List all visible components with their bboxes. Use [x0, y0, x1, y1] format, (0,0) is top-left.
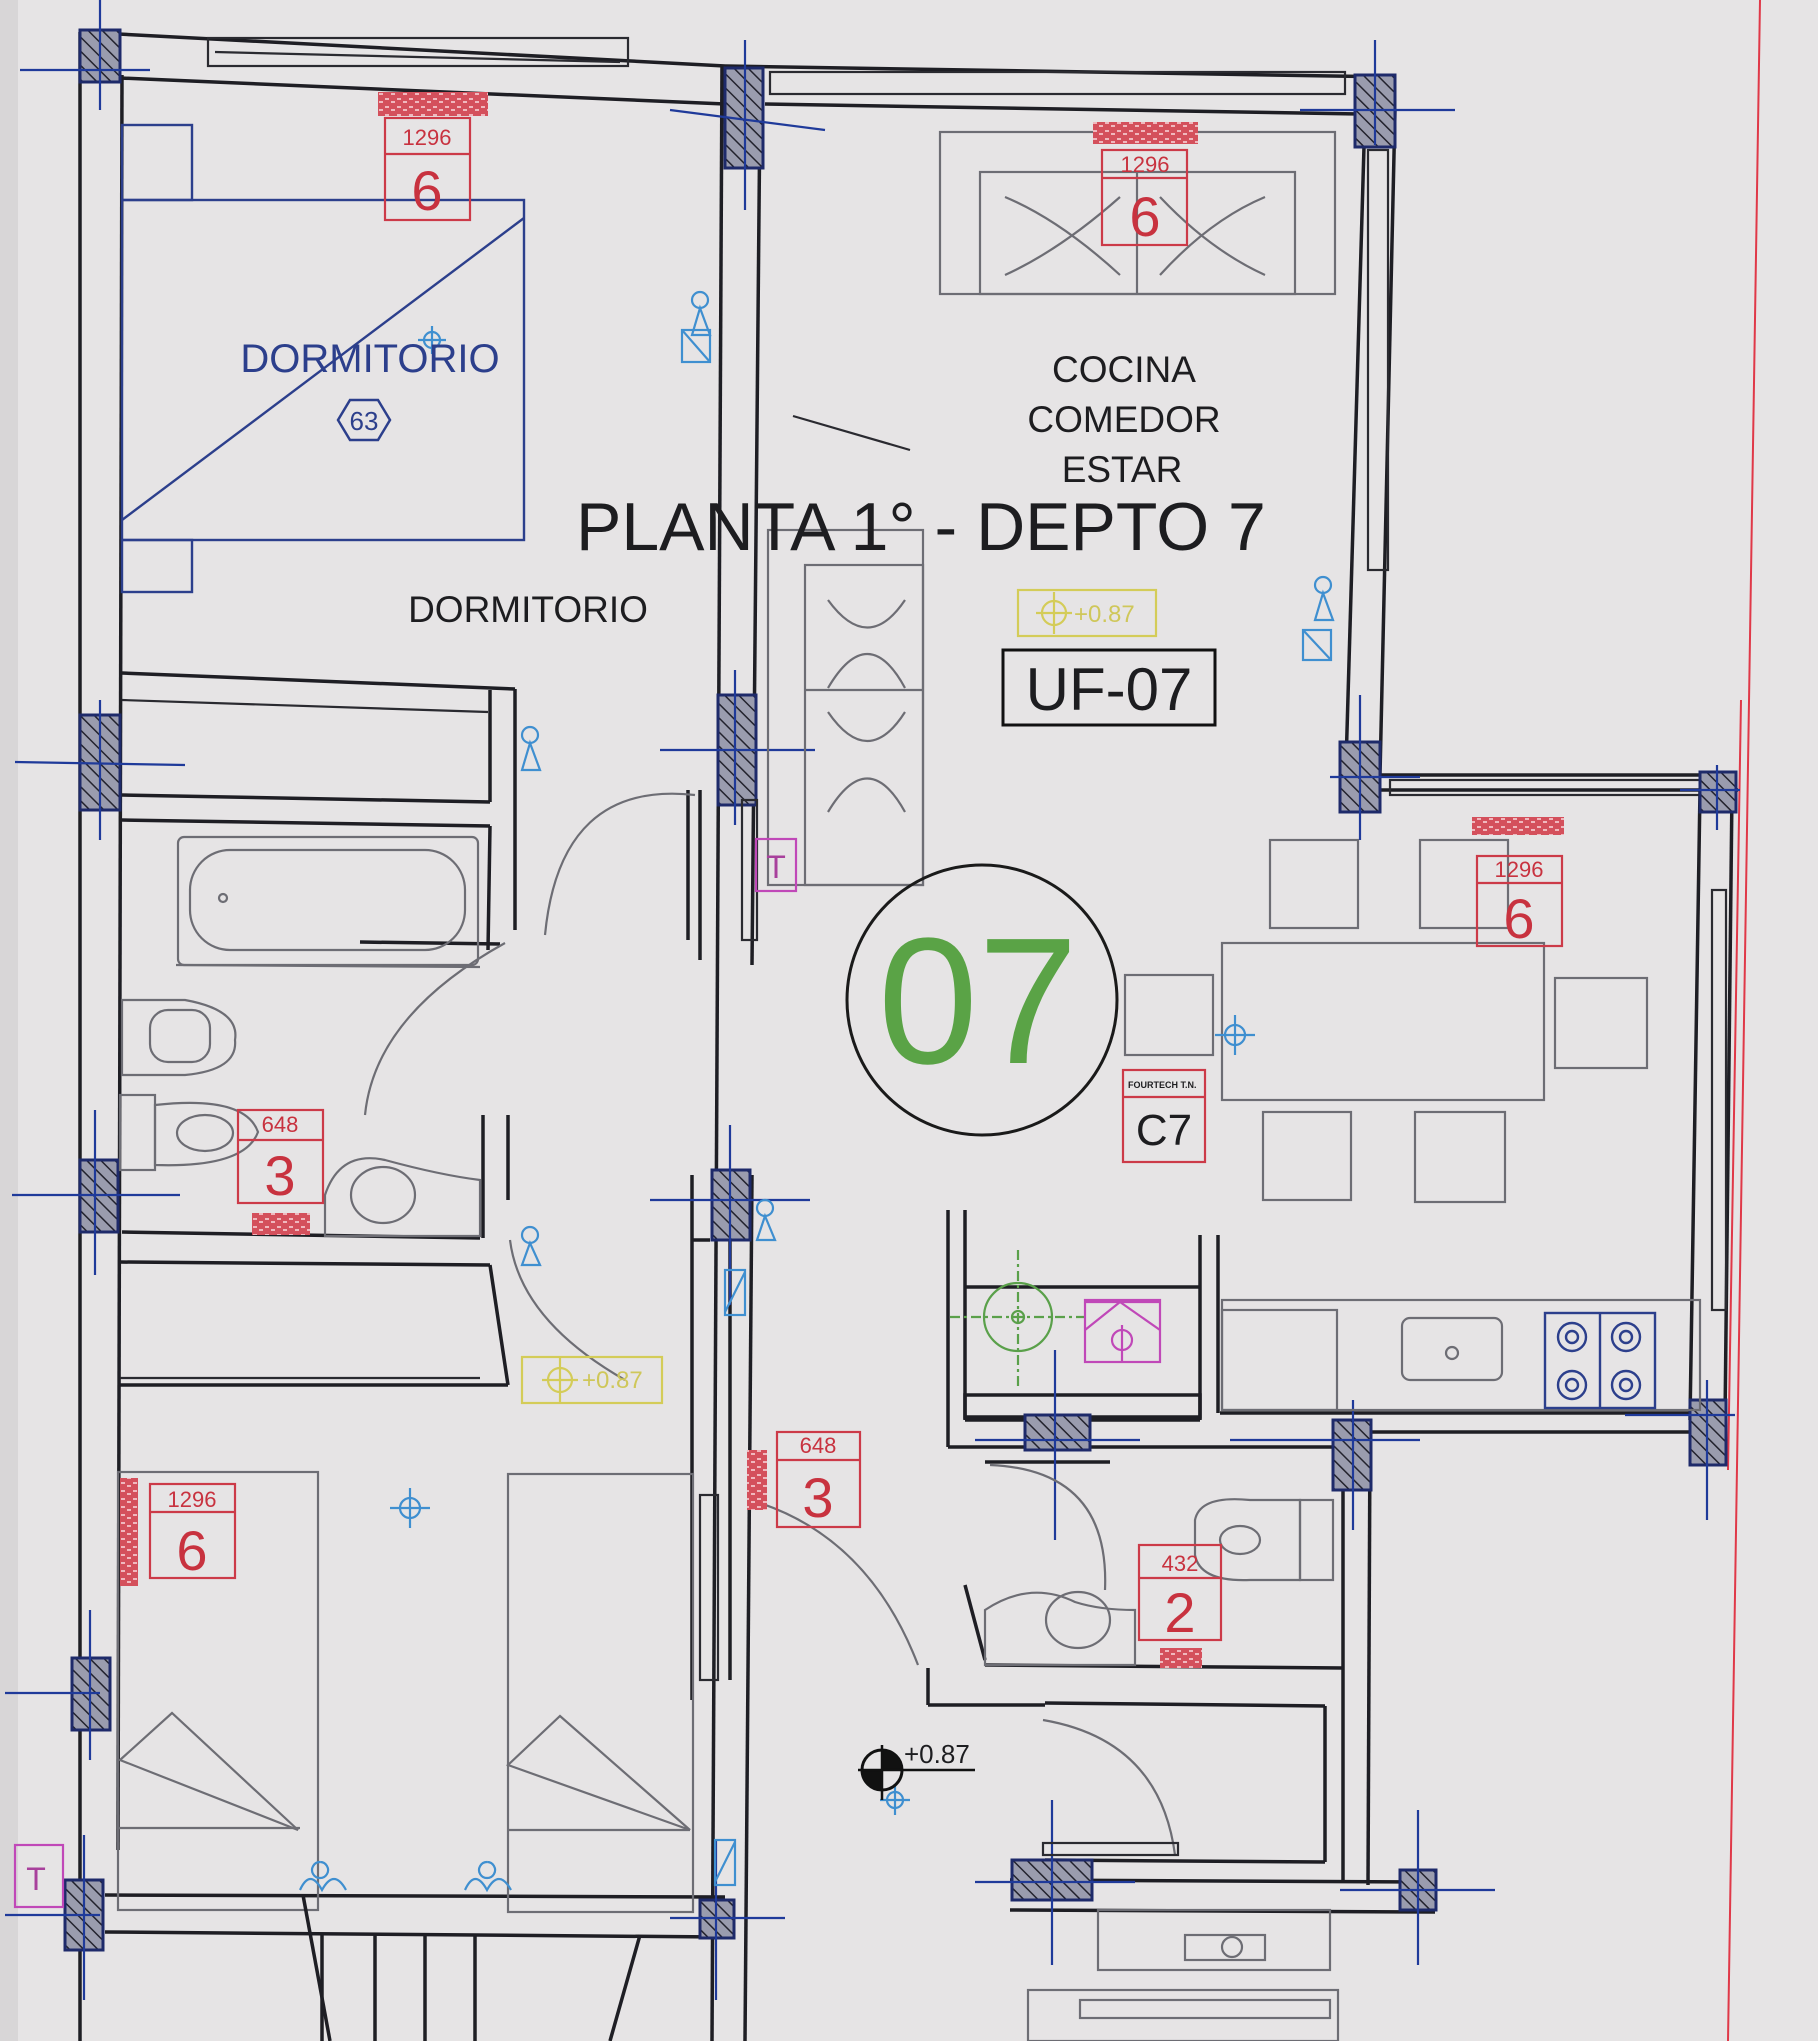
room-label-dormitorio-1: DORMITORIO — [240, 337, 499, 381]
svg-text:+0.87: +0.87 — [904, 1739, 970, 1769]
svg-text:648: 648 — [262, 1112, 299, 1137]
svg-text:+0.87: +0.87 — [582, 1367, 643, 1394]
switch-icon — [1313, 575, 1335, 622]
boiler-symbol — [950, 1250, 1085, 1390]
radiator-tag: 648 3 — [236, 1108, 325, 1235]
svg-text:6: 6 — [1129, 185, 1160, 248]
level-tag-cocina: +0.87 — [1016, 588, 1158, 638]
outlet-icon — [723, 1268, 747, 1317]
bidet — [120, 998, 237, 1077]
washbasin-bath-2 — [983, 1590, 1137, 1667]
stove-icon — [1543, 1311, 1657, 1410]
room-label-estar: ESTAR — [1062, 449, 1183, 490]
svg-text:UF-07: UF-07 — [1026, 656, 1193, 723]
radiator-tag: 648 3 — [747, 1430, 862, 1529]
toilet-bath-1 — [118, 1093, 260, 1172]
room-area-tag: 63 — [336, 398, 392, 442]
outlet-icon — [713, 1838, 737, 1887]
svg-text:1296: 1296 — [1495, 857, 1544, 882]
elevator — [1026, 1908, 1340, 2041]
svg-text:+0.87: +0.87 — [1074, 601, 1135, 628]
svg-text:6: 6 — [411, 159, 442, 222]
outlet-pair-icon — [463, 1860, 512, 1893]
beds-dormitorio-2 — [116, 1470, 695, 1914]
light-point-icon — [390, 1488, 430, 1528]
window-right-cocina — [1366, 148, 1390, 572]
thermostat-icon: T — [13, 1843, 65, 1909]
property-line — [1727, 0, 1761, 2041]
switch-icon — [690, 290, 712, 337]
bathtub — [175, 835, 481, 969]
outlet-pair-icon — [298, 1860, 347, 1893]
water-heater-symbol — [1083, 1298, 1162, 1364]
svg-text:3: 3 — [802, 1466, 833, 1529]
room-label-comedor: COMEDOR — [1027, 399, 1220, 440]
plan-title: PLANTA 1° - DEPTO 7 — [576, 489, 1266, 565]
window-dormitorio-1 — [206, 36, 630, 68]
svg-text:T: T — [26, 1861, 46, 1897]
room-label-cocina: COCINA — [1052, 349, 1196, 390]
toilet-bath-2 — [1193, 1498, 1335, 1582]
svg-text:6: 6 — [1503, 887, 1534, 950]
svg-text:1296: 1296 — [1121, 152, 1170, 177]
svg-text:1296: 1296 — [403, 125, 452, 150]
radiator-tag: 1296 6 — [120, 1478, 237, 1586]
electrical-symbols — [298, 290, 1335, 1893]
svg-text:648: 648 — [800, 1433, 837, 1458]
kitchen-sink — [1400, 1316, 1504, 1382]
cabinet-line — [792, 414, 911, 452]
unit-code-box: UF-07 — [1001, 648, 1217, 727]
svg-text:2: 2 — [1164, 1581, 1195, 1644]
svg-text:3: 3 — [264, 1144, 295, 1207]
outlet-icon — [680, 328, 712, 364]
light-point-icon — [880, 1785, 910, 1815]
paper-edge — [0, 0, 18, 2041]
bed-dormitorio-1 — [120, 123, 526, 594]
svg-text:C7: C7 — [1136, 1106, 1192, 1155]
window-cocina — [768, 70, 1347, 96]
svg-text:07: 07 — [878, 901, 1078, 1102]
stairs — [301, 1894, 642, 2041]
light-point-icon — [1215, 1015, 1255, 1055]
switch-icon — [755, 1198, 777, 1242]
switch-icon — [520, 1225, 542, 1267]
radiator-tag: 1296 6 — [1472, 817, 1564, 950]
svg-text:6: 6 — [176, 1519, 207, 1582]
svg-text:FOURTECH T.N.: FOURTECH T.N. — [1128, 1080, 1197, 1090]
doors — [363, 792, 1180, 1857]
dining-set — [1123, 838, 1649, 1204]
svg-text:T: T — [766, 849, 786, 885]
level-tag-acceso: +0.87 — [858, 1739, 975, 1800]
axis-crosses — [5, 0, 1740, 2000]
boiler-tag: FOURTECH T.N. C7 — [1121, 1068, 1207, 1164]
room-label-dormitorio-2: DORMITORIO — [408, 589, 648, 630]
switch-icon — [520, 725, 542, 772]
outlet-icon — [1301, 628, 1333, 662]
svg-text:63: 63 — [350, 406, 379, 436]
window-comedor-right — [1710, 888, 1728, 1312]
unit-number-badge: 07 — [845, 863, 1119, 1137]
level-tag-pasillo: +0.87 — [520, 1355, 664, 1405]
radiator-tag: 432 2 — [1137, 1543, 1223, 1668]
svg-text:1296: 1296 — [168, 1487, 217, 1512]
wardrobe-center — [766, 528, 925, 887]
washbasin-bath-1 — [323, 1157, 482, 1238]
radiator-tag: 1296 6 — [378, 92, 488, 222]
thermostat-icon: T — [754, 837, 798, 893]
svg-text:432: 432 — [1162, 1551, 1199, 1576]
radiator-tag: 1296 6 — [1093, 122, 1198, 248]
kitchen-counter — [1220, 1298, 1702, 1412]
light-point-icon — [418, 326, 446, 354]
